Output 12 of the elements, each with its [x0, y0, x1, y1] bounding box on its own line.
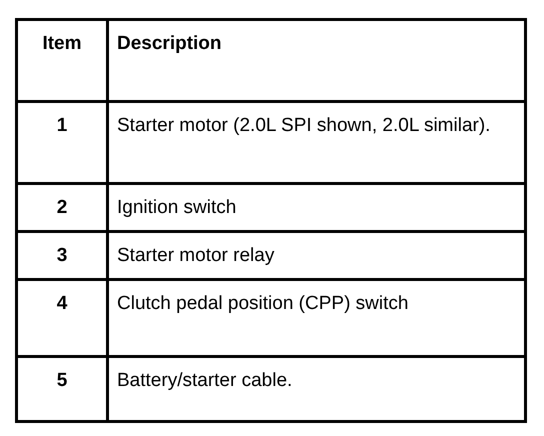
description-text: Ignition switch — [108, 184, 526, 232]
item-number: 1 — [16, 102, 108, 184]
description-text: Starter motor (2.0L SPI shown, 2.0L similar). — [108, 102, 526, 184]
description-text: Battery/starter cable. — [108, 356, 526, 422]
item-number: 4 — [16, 280, 108, 356]
description-text: Clutch pedal position (CPP) switch — [108, 280, 526, 356]
column-header: Description — [108, 20, 526, 102]
description-text: Starter motor relay — [108, 232, 526, 280]
item-number: 3 — [16, 232, 108, 280]
column-header: Item — [16, 20, 108, 102]
item-number: 2 — [16, 184, 108, 232]
item-number: 5 — [16, 356, 108, 422]
